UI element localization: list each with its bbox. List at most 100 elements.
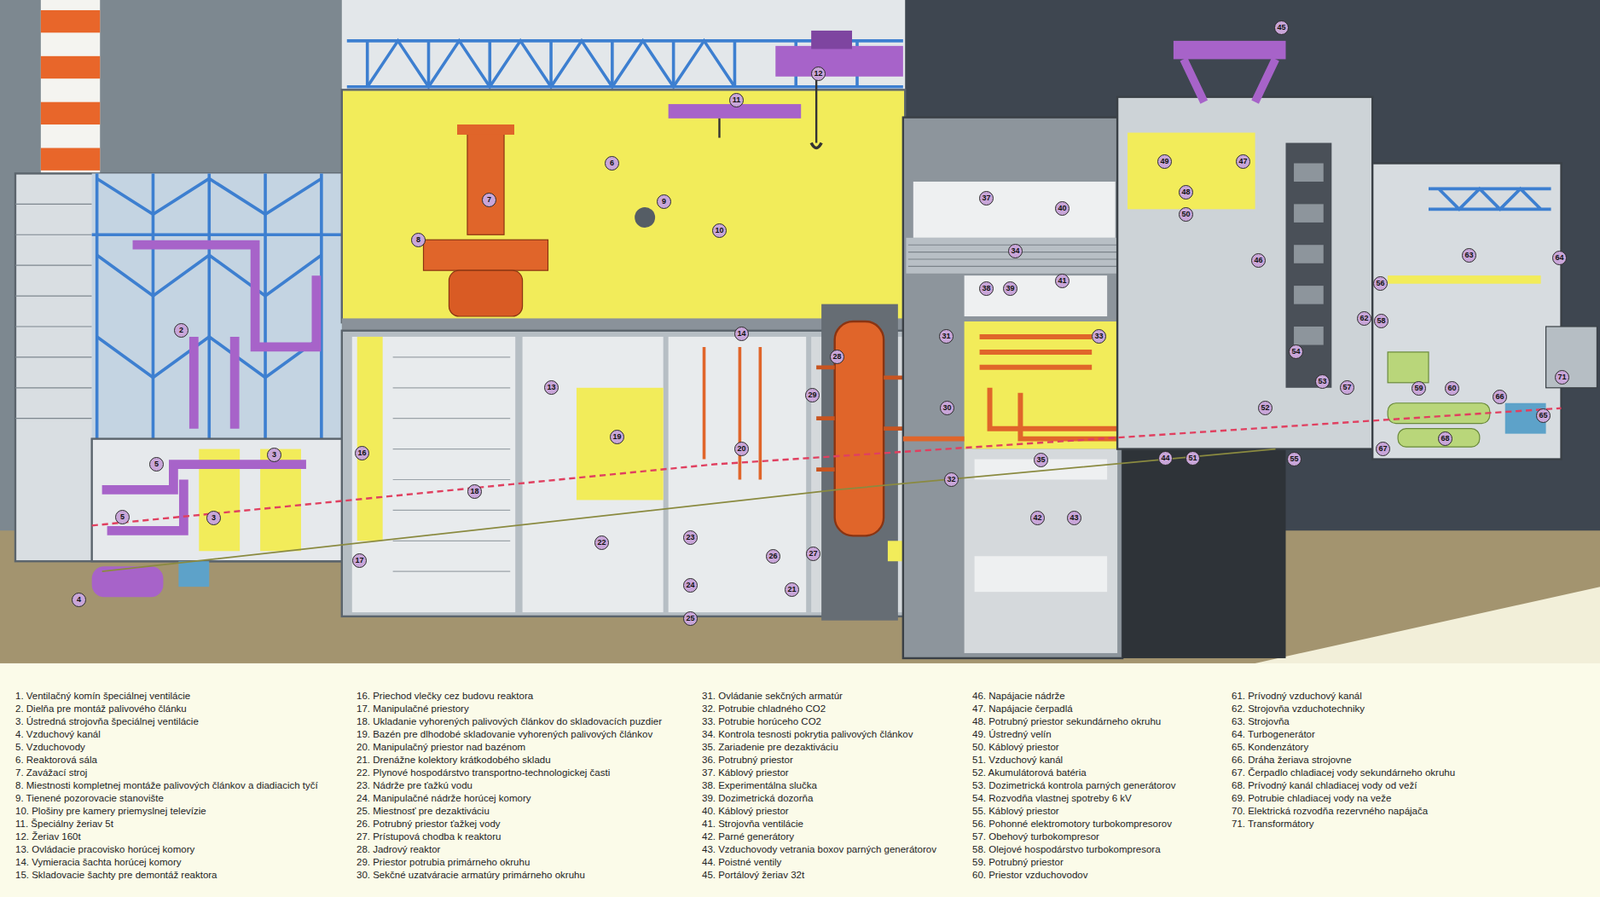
callout-number: 66	[1492, 389, 1508, 405]
callout-number: 29	[805, 388, 820, 403]
callout-number: 38	[979, 281, 994, 296]
legend-entry: 31. Ovládanie sekčných armatúr	[701, 689, 843, 702]
legend-entry: 11. Špeciálny žeriav 5t	[15, 817, 114, 830]
legend-entry: 47. Napájacie čerpadlá	[972, 702, 1073, 715]
callout-number: 57	[1339, 380, 1355, 395]
legend-entry: 3. Ústredná strojovňa špeciálnej ventilá…	[15, 715, 199, 728]
legend-entry: 58. Olejové hospodárstvo turbokompresora	[972, 843, 1161, 856]
legend-entry: 68. Prívodný kanál chladiacej vody od ve…	[1231, 779, 1417, 792]
callout-number: 52	[1257, 400, 1273, 416]
callout-number: 45	[1274, 20, 1289, 35]
legend-entry: 66. Dráha žeriava strojovne	[1231, 753, 1352, 766]
callout-number: 30	[939, 400, 955, 416]
callout-number: 11	[729, 92, 744, 108]
callout-number: 67	[1375, 441, 1391, 457]
legend-entry: 23. Nádrže pre ťažkú vodu	[356, 779, 473, 792]
callout-number: 71	[1554, 370, 1570, 385]
legend-entry: 42. Parné generátory	[701, 830, 795, 843]
legend-entry: 25. Miestnosť pre dezaktiváciu	[356, 805, 490, 818]
legend-entry: 70. Elektrická rozvodňa rezervného napáj…	[1231, 805, 1428, 818]
callout-number: 35	[1033, 452, 1049, 468]
callout-number: 43	[1066, 510, 1082, 526]
callout-number: 3	[266, 447, 282, 463]
callout-number: 14	[734, 326, 749, 342]
legend-entry: 71. Transformátory	[1231, 817, 1315, 830]
legend-entry: 9. Tienené pozorovacie stanovište	[15, 792, 164, 805]
legend-entry: 45. Portálový žeriav 32t	[701, 869, 805, 882]
legend-entry: 15. Skladovacie šachty pre demontáž reak…	[15, 869, 218, 882]
legend-entry: 52. Akumulátorová batéria	[972, 766, 1087, 779]
legend-entry: 64. Turbogenerátor	[1231, 728, 1316, 741]
legend-entry: 43. Vzduchovody vetrania boxov parných g…	[701, 843, 937, 856]
callout-number: 37	[979, 191, 994, 206]
callout-number: 34	[1008, 243, 1023, 259]
legend-entry: 1. Ventilačný komín špeciálnej ventiláci…	[15, 689, 191, 702]
legend-entry: 55. Káblový priestor	[972, 805, 1060, 818]
legend-entry: 39. Dozimetrická dozorňa	[701, 792, 813, 805]
callout-number: 51	[1185, 451, 1200, 466]
callout-number: 8	[411, 232, 426, 248]
legend-entry: 2. Dielňa pre montáž palivového článku	[15, 702, 187, 715]
callout-number: 48	[1178, 185, 1194, 200]
legend-entry: 41. Strojovňa ventilácie	[701, 817, 804, 830]
legend-entry: 13. Ovládacie pracovisko horúcej komory	[15, 843, 195, 856]
callout-number: 33	[1091, 329, 1107, 344]
callout-number: 17	[352, 553, 367, 569]
legend-entry: 26. Potrubný priestor ťažkej vody	[356, 817, 501, 830]
callout-number: 25	[683, 611, 698, 627]
callout-number: 44	[1158, 451, 1173, 466]
legend-entry: 63. Strojovňa	[1231, 715, 1290, 728]
legend-entry: 5. Vzduchovody	[15, 741, 86, 754]
legend-entry: 51. Vzduchový kanál	[972, 753, 1063, 766]
callout-number: 9	[656, 194, 672, 209]
callout-number: 31	[939, 329, 954, 344]
callout-number: 40	[1055, 201, 1070, 216]
legend-entry: 21. Drenážne kolektory krátkodobého skla…	[356, 753, 551, 766]
legend-entry: 57. Obehový turbokompresor	[972, 830, 1100, 843]
legend-entry: 60. Priestor vzduchovodov	[972, 869, 1089, 882]
legend-entry: 48. Potrubný priestor sekundárneho okruh…	[972, 715, 1161, 728]
legend-entry: 33. Potrubie horúceho CO2	[701, 715, 822, 728]
legend-entry: 54. Rozvodňa vlastnej spotreby 6 kV	[972, 792, 1132, 805]
callout-number: 39	[1002, 281, 1018, 296]
legend-entry: 28. Jadrový reaktor	[356, 843, 441, 856]
legend-entry: 53. Dozimetrická kontrola parných generá…	[972, 779, 1176, 792]
callout-number: 26	[765, 549, 781, 564]
callout-number: 4	[71, 592, 87, 608]
callout-number: 58	[1373, 313, 1389, 329]
callout-number: 28	[829, 349, 845, 365]
legend-entry: 4. Vzduchový kanál	[15, 728, 101, 741]
legend-entry: 16. Priechod vlečky cez budovu reaktora	[356, 689, 534, 702]
callout-number: 49	[1157, 154, 1172, 169]
legend-entry: 20. Manipulačný priestor nad bazénom	[356, 741, 526, 754]
callout-number: 42	[1030, 510, 1045, 526]
callout-number: 63	[1461, 248, 1477, 263]
callout-number: 62	[1356, 311, 1372, 326]
callout-number: 7	[481, 192, 497, 208]
legend-entry: 50. Káblový priestor	[972, 741, 1060, 754]
callout-number: 27	[805, 546, 821, 562]
callout-number: 3	[206, 510, 221, 526]
legend-entry: 35. Zariadenie pre dezaktiváciu	[701, 741, 839, 754]
legend-entry: 14. Vymieracia šachta horúcej komory	[15, 856, 182, 869]
callout-number: 22	[594, 535, 609, 551]
legend-entry: 36. Potrubný priestor	[701, 753, 794, 766]
legend-entry: 44. Poistné ventily	[701, 856, 782, 869]
legend-entry: 32. Potrubie chladného CO2	[701, 702, 826, 715]
callout-number: 55	[1286, 452, 1302, 467]
callout-number: 5	[115, 510, 130, 525]
legend-entry: 8. Miestnosti kompletnej montáže palivov…	[15, 779, 319, 792]
callout-number: 19	[609, 429, 625, 445]
legend-entry: 56. Pohonné elektromotory turbokompresor…	[972, 817, 1172, 830]
callout-number: 50	[1178, 207, 1194, 222]
legend-entry: 40. Káblový priestor	[701, 805, 789, 818]
legend-entry: 30. Sekčné uzatváracie armatúry primárne…	[356, 869, 586, 882]
callout-number: 6	[604, 156, 620, 171]
callout-number: 13	[544, 380, 559, 395]
callout-number: 32	[944, 472, 959, 487]
callout-number: 20	[734, 441, 749, 457]
legend-entry: 69. Potrubie chladiacej vody na veže	[1231, 792, 1392, 805]
legend-entry: 65. Kondenzátory	[1231, 741, 1309, 754]
callout-number: 60	[1444, 381, 1460, 396]
